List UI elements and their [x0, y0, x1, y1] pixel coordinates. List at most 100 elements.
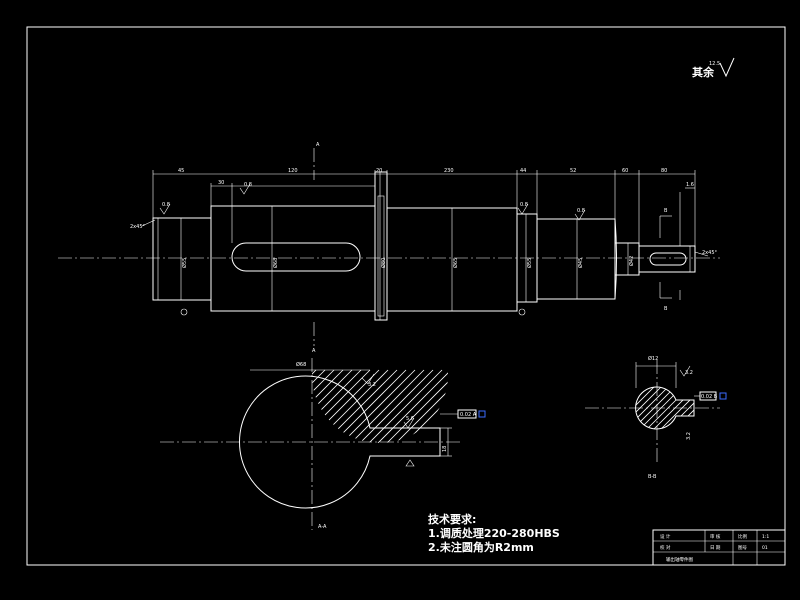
- hatch-line: [76, 370, 226, 520]
- hatch-line: [581, 385, 628, 432]
- dim-v-6: Ø45: [577, 258, 584, 268]
- hatch-line: [157, 370, 307, 520]
- keyway-slot: [231, 242, 361, 272]
- hatch-line: [657, 387, 694, 429]
- tech-req-line1: 1.调质处理220-280HBS: [428, 526, 560, 540]
- tb-r1-c3: 比例: [738, 533, 747, 540]
- hatch-line: [499, 370, 649, 520]
- hatch-line: [312, 369, 443, 444]
- hatch-line: [635, 387, 643, 429]
- hatch-line: [714, 385, 761, 432]
- dim-h-2: 30: [218, 180, 224, 186]
- hatch-line: [40, 370, 190, 520]
- section-b-depth: 3.2: [686, 432, 692, 440]
- hatch-line: [455, 385, 502, 432]
- hatch-line: [312, 369, 326, 444]
- center-hole-icon: [518, 308, 526, 316]
- end-keyway-slot: [649, 252, 687, 266]
- hatch-line: [635, 387, 650, 429]
- section-a-hatch: [40, 369, 766, 520]
- dim-v-4: Ø65: [452, 258, 459, 268]
- hatch-line: [518, 385, 565, 432]
- hatch-line: [539, 385, 586, 432]
- dim-v-3: Ø80: [380, 258, 387, 268]
- hatch-line: [121, 370, 271, 520]
- roughness-mark-icon: [679, 365, 691, 377]
- hatch-line: [390, 369, 448, 444]
- hatch-line: [749, 385, 796, 432]
- hatch-line: [777, 385, 800, 432]
- chamfer-left: 2x45°: [130, 224, 146, 230]
- tolerance-box-icon: [719, 392, 727, 400]
- tech-req-line2: 2.未注圆角为R2mm: [428, 540, 534, 554]
- hatch-line: [312, 369, 317, 444]
- hatch-line: [742, 385, 789, 432]
- section-b-label: B-B: [648, 474, 657, 480]
- surface-note: 其余: [692, 65, 715, 79]
- hatch-line: [420, 385, 467, 432]
- hatch-line: [504, 385, 551, 432]
- tolerance-box-icon: [478, 410, 486, 418]
- center-hole-icon: [180, 308, 188, 316]
- hatch-line: [312, 369, 389, 444]
- section-a-datum: 3.2: [368, 382, 376, 388]
- hatch-line: [435, 369, 448, 444]
- hatch-line: [454, 370, 604, 520]
- hatch-line: [511, 385, 558, 432]
- dim-h-3: 120: [288, 168, 298, 174]
- roughness-mark-icon: [574, 209, 586, 221]
- hatch-line: [553, 385, 600, 432]
- hatch-line: [525, 385, 572, 432]
- section-b-outline: [635, 386, 695, 430]
- roughness-mark-icon: [239, 183, 251, 195]
- roughness-1: 0.8: [162, 202, 170, 208]
- hatch-line: [553, 370, 703, 520]
- hatch-line: [354, 369, 448, 444]
- hatch-line: [408, 369, 448, 444]
- hatch-line: [139, 370, 289, 520]
- hatch-line: [312, 369, 344, 444]
- hatch-line: [441, 385, 488, 432]
- section-a-width: Ø68: [296, 361, 306, 368]
- roughness-mark-icon: [361, 373, 375, 385]
- hatch-line: [635, 387, 664, 429]
- hatch-line: [567, 385, 614, 432]
- hatch-line: [497, 385, 544, 432]
- drawing-frame: [26, 26, 786, 566]
- section-a-label: A-A: [318, 524, 327, 530]
- tb-r1-c2: 审 核: [710, 533, 721, 540]
- tb-r2-c4: 01: [762, 545, 768, 551]
- hatch-line: [312, 369, 353, 444]
- hatch-line: [483, 385, 530, 432]
- hatch-line: [312, 369, 416, 444]
- hatch-line: [448, 385, 495, 432]
- roughness-3: 0.8: [520, 202, 528, 208]
- roughness-mark-icon: [517, 203, 529, 215]
- hatch-line: [67, 370, 217, 520]
- hatch-line: [635, 387, 671, 429]
- roughness-2: 0.8: [244, 182, 252, 188]
- hatch-line: [546, 385, 593, 432]
- hatch-line: [312, 369, 362, 444]
- hatch-line: [490, 385, 537, 432]
- hatch-line: [399, 369, 448, 444]
- dim-h-7: 52: [570, 168, 576, 174]
- section-b-top: B: [664, 208, 668, 214]
- dim-h-6: 44: [520, 168, 526, 174]
- hatch-line: [426, 369, 448, 444]
- section-a-bottom: A: [312, 348, 316, 354]
- hatch-line: [616, 370, 766, 520]
- hatch-line: [469, 385, 516, 432]
- hatch-line: [85, 370, 235, 520]
- roughness-mark-icon: [159, 203, 171, 215]
- tb-part-name: 输出轴零件图: [666, 556, 693, 563]
- section-b-view: Ø12 3.2 0.02 B 3.2 B-B: [420, 355, 800, 480]
- hatch-line: [763, 385, 800, 432]
- hatch-line: [312, 369, 398, 444]
- chamfer-right: 2x45°: [702, 250, 718, 256]
- hatch-line: [318, 369, 448, 444]
- hatch-line: [94, 370, 244, 520]
- section-b-bottom: B: [664, 306, 668, 312]
- hatch-line: [312, 369, 448, 444]
- hatch-line: [49, 370, 199, 520]
